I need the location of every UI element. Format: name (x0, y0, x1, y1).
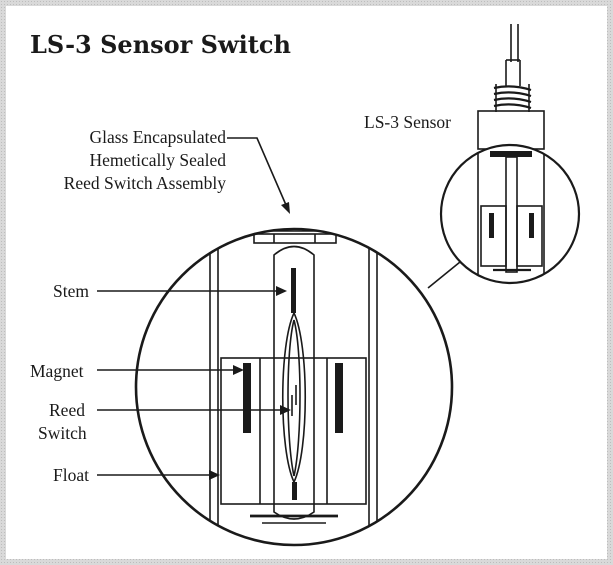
assembly-label-line3: Reed Switch Assembly (64, 173, 227, 193)
stem-leader-arrow (97, 286, 287, 296)
magnet-leader-arrow (97, 365, 244, 375)
ls3-sensor-magnified-circle (439, 143, 581, 285)
diagram-panel: LS-3 Sensor Switch (6, 6, 607, 559)
float-label: Float (53, 465, 89, 485)
assembly-label-line2: Hemetically Sealed (89, 150, 226, 170)
sensor-switch-diagram: LS-3 Sensor Switch (30, 24, 581, 547)
assembly-leader-arrow (227, 137, 290, 214)
float-leader-arrow (97, 470, 220, 480)
magnify-connector-line (427, 261, 461, 289)
reed-switch-label-line1: Reed (49, 400, 85, 420)
reed-switch-label-line2: Switch (38, 423, 87, 443)
ls3-sensor-exterior (477, 24, 545, 150)
stem-label: Stem (53, 281, 89, 301)
assembly-label-line1: Glass Encapsulated (89, 127, 226, 147)
diagram-title: LS-3 Sensor Switch (30, 30, 291, 59)
reed-switch-leader-arrow (97, 405, 291, 415)
ls3-sensor-label: LS-3 Sensor (364, 112, 451, 132)
magnet-label: Magnet (30, 361, 84, 381)
reed-switch-magnified-circle (134, 227, 454, 547)
